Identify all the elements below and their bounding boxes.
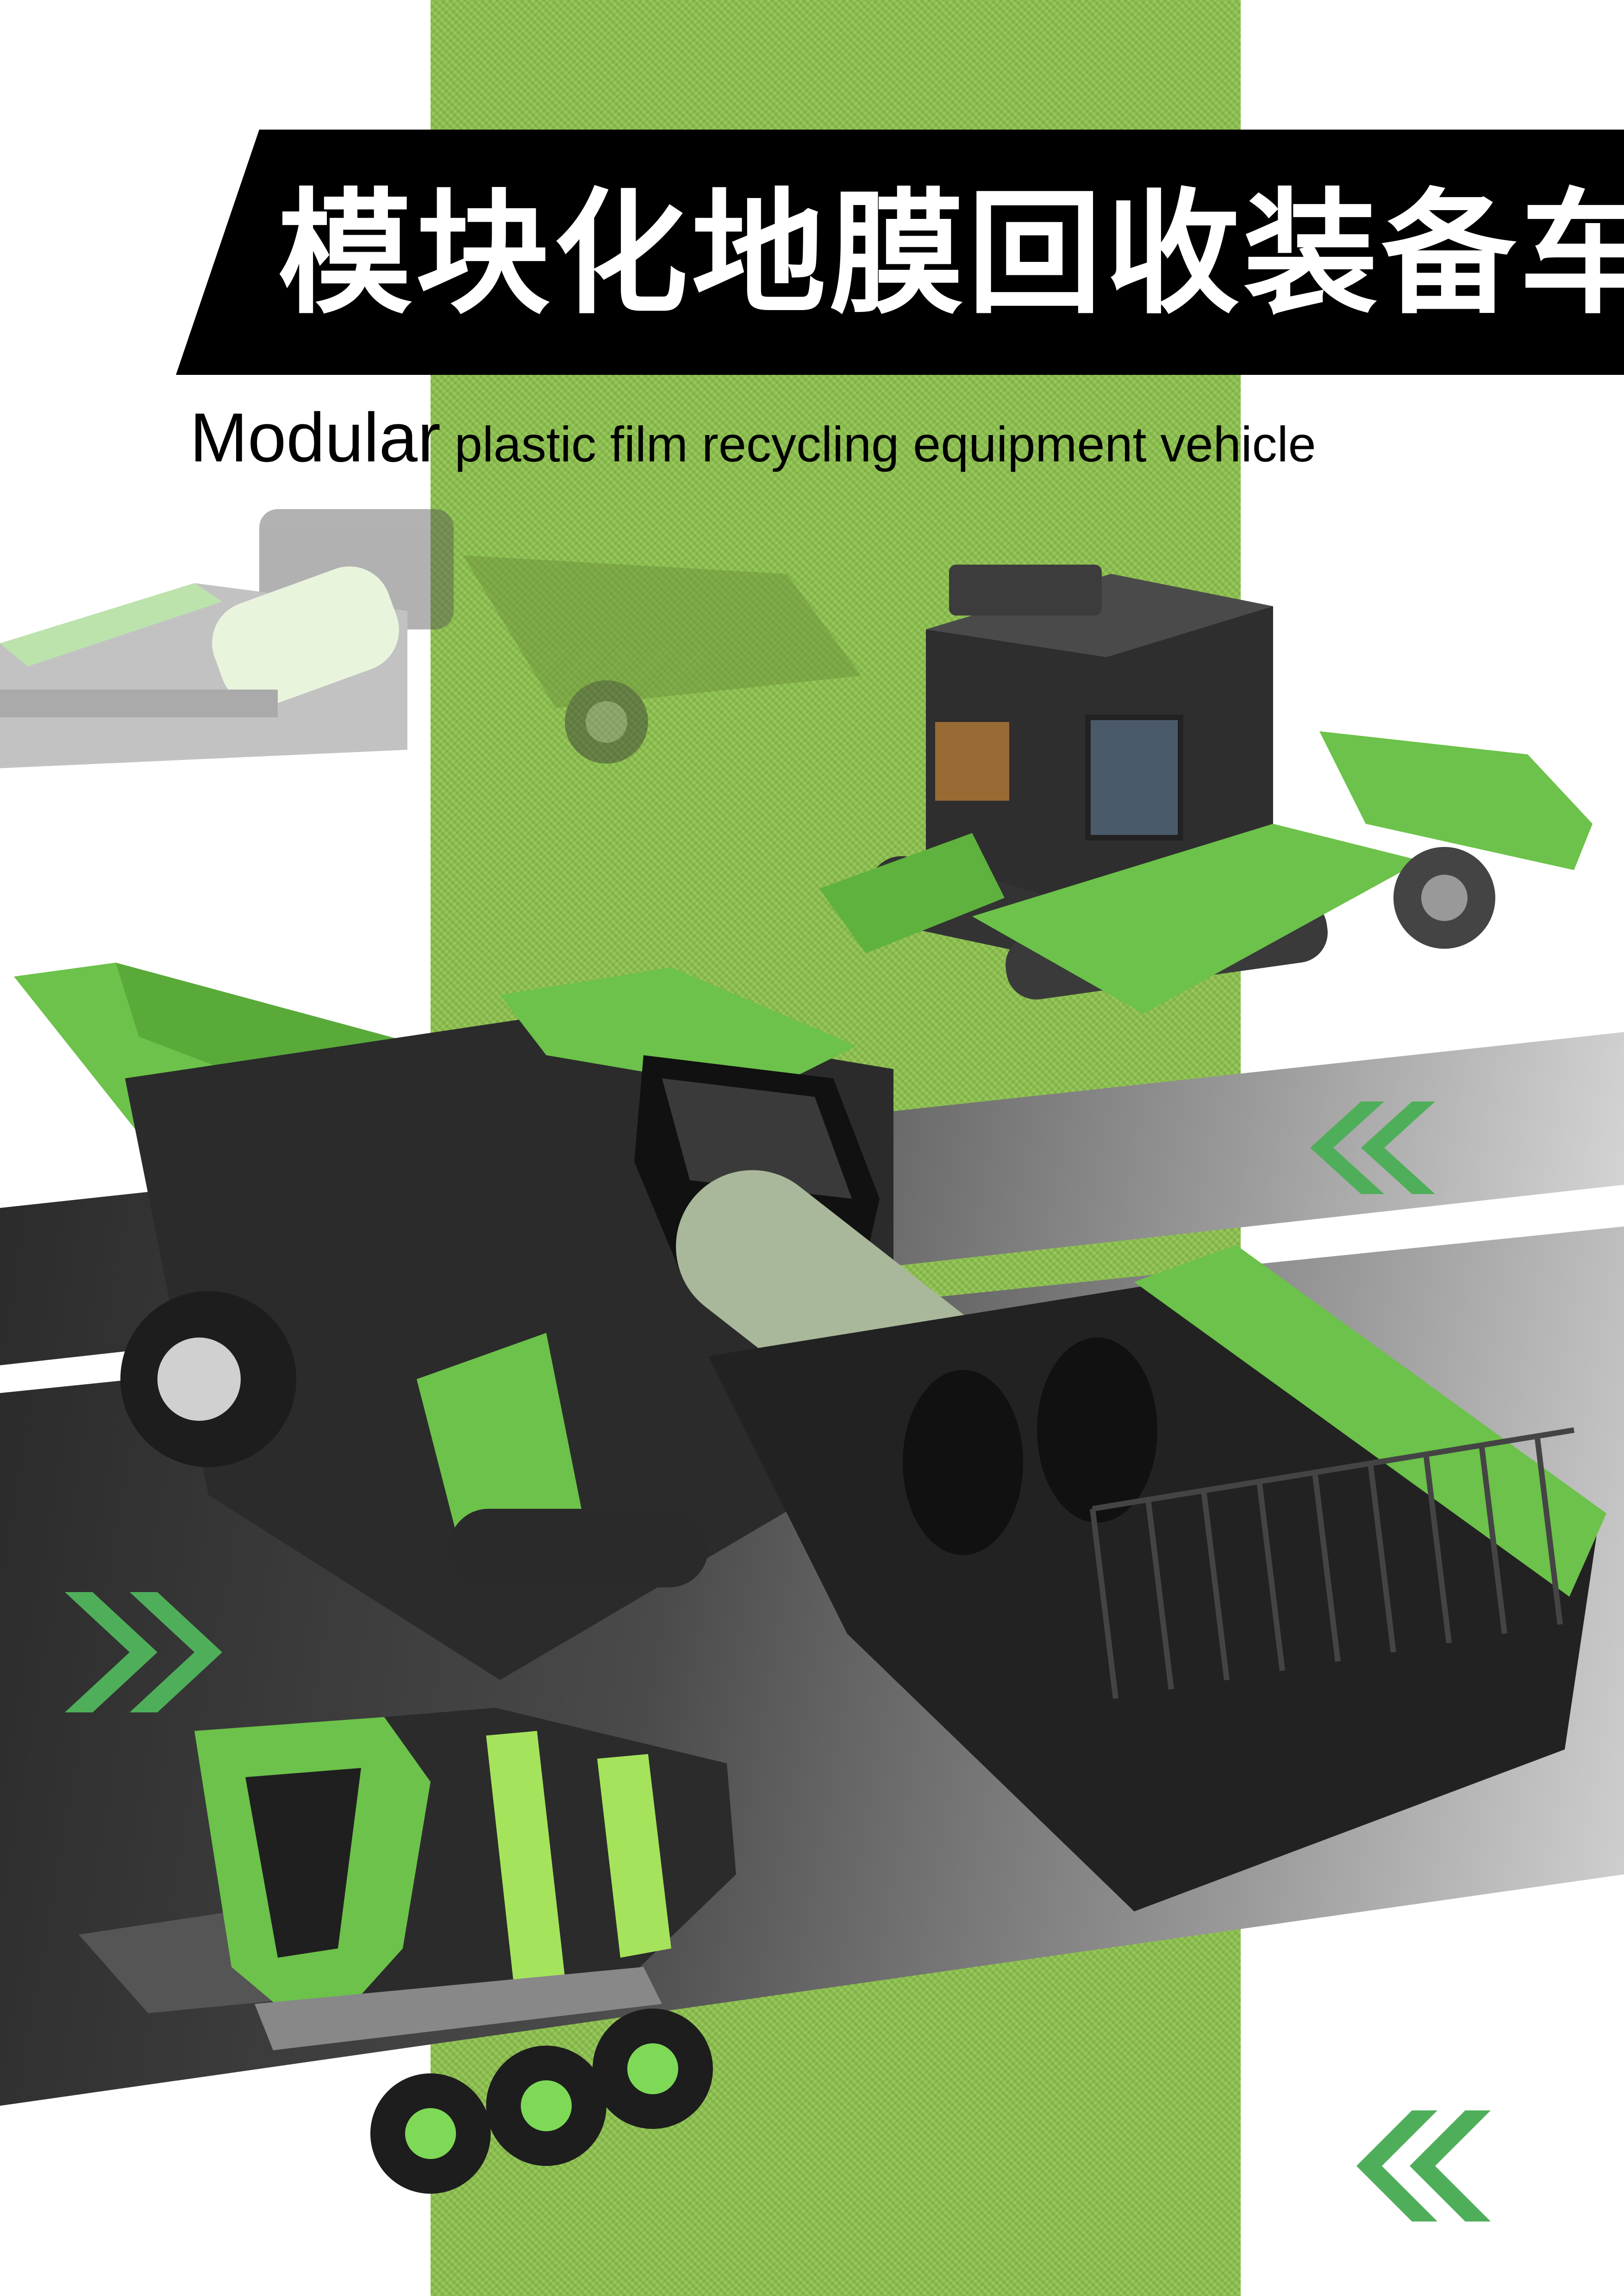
six-wheel-collection-cart [79,1708,736,2194]
page-subtitle: Modular plastic film recycling equipment… [190,393,1606,481]
subtitle-lead-word: Modular [190,398,441,476]
page-title: 模块化地膜回收装备车 [278,176,1624,332]
chevron-right-icon [65,1592,222,1712]
faded-harvester-concept [0,509,861,768]
tracked-module-vehicle [819,565,1593,1014]
main-film-recycling-harvester [14,963,1606,1911]
chevron-left-icon [1310,1101,1435,1194]
chevron-left-icon [1356,2110,1491,2221]
title-banner [176,130,1624,375]
subtitle-rest: plastic film recycling equipment vehicle [440,416,1316,472]
